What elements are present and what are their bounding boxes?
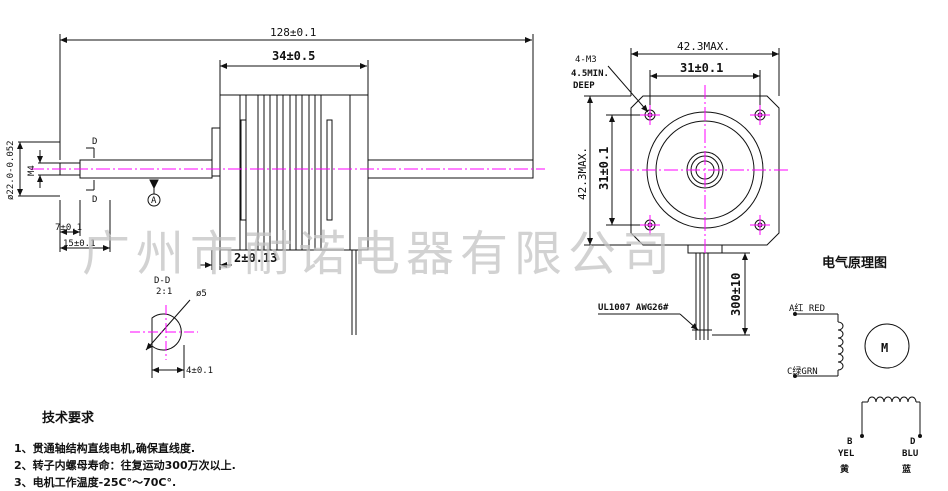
d-shaft-profile xyxy=(151,313,182,351)
section-mark-top: D xyxy=(92,137,97,147)
schematic xyxy=(795,313,921,436)
dim-7-label: 7±0.1 xyxy=(55,223,82,233)
datum-a-label: A xyxy=(151,196,157,206)
schematic-title: 电气原理图 xyxy=(822,255,887,271)
section-mark-bottom: D xyxy=(92,195,97,205)
hole-spacing-h-label: 31±0.1 xyxy=(680,61,723,75)
motor-symbol xyxy=(864,323,910,369)
section-title: D-D xyxy=(154,276,170,286)
note-item: 3、电机工作温度-25C°～70C°. xyxy=(14,476,177,489)
pin-d-label: D xyxy=(910,437,916,447)
technical-requirements: 技术要求 1、贯通轴结构直线电机,确保直线度. 2、转子内螺母寿命：往复运动30… xyxy=(14,407,236,491)
coil-bd xyxy=(867,396,917,403)
section-view xyxy=(145,299,191,378)
motor-symbol-label: M xyxy=(881,341,888,355)
dim-2-label: 2±0.13 xyxy=(234,251,277,265)
hole-spacing-v-label: 31±0.1 xyxy=(597,147,611,190)
notes-title: 技术要求 xyxy=(42,411,95,426)
note-item: 1、贯通轴结构直线电机,确保直线度. xyxy=(14,442,196,455)
side-view xyxy=(17,34,534,335)
holes-label: 4-M3 xyxy=(575,55,597,65)
pin-b-cn: 黄 xyxy=(840,463,849,475)
thread-label: M4 xyxy=(27,165,37,176)
pin-a-label: A红 RED xyxy=(789,302,825,314)
section-diameter: ø5 xyxy=(196,289,207,299)
front-square-body xyxy=(630,95,780,246)
watermark: 广州市耐诺电器有限公司 xyxy=(82,226,676,282)
front-view xyxy=(584,48,780,340)
coil-ac xyxy=(837,321,844,371)
pin-b-en: YEL xyxy=(838,449,855,459)
note-item: 2、转子内螺母寿命：往复运动300万次以上. xyxy=(14,459,236,472)
pin-b-label: B xyxy=(847,437,853,447)
depth-label-1: 4.5MIN. xyxy=(571,69,609,79)
lead-length-label: 300±10 xyxy=(729,273,743,316)
depth-label-2: DEEP xyxy=(573,81,595,91)
cable-label: UL1007 AWG26# xyxy=(598,303,669,313)
dim-15-label: 15±0.1 xyxy=(63,239,96,249)
body-length-label: 34±0.5 xyxy=(272,49,315,63)
pin-c-label: C绿GRN xyxy=(787,365,818,377)
section-width: 4±0.1 xyxy=(186,366,213,376)
overall-length-label: 128±0.1 xyxy=(270,26,316,39)
pin-d-en: BLU xyxy=(902,449,918,459)
pin-d-cn: 蓝 xyxy=(902,463,911,475)
shaft-diameter-label: ø22.0-0.052 xyxy=(6,140,16,200)
width-max-label: 42.3MAX. xyxy=(677,40,730,53)
height-max-label: 42.3MAX. xyxy=(576,147,589,200)
section-scale: 2:1 xyxy=(156,287,172,297)
